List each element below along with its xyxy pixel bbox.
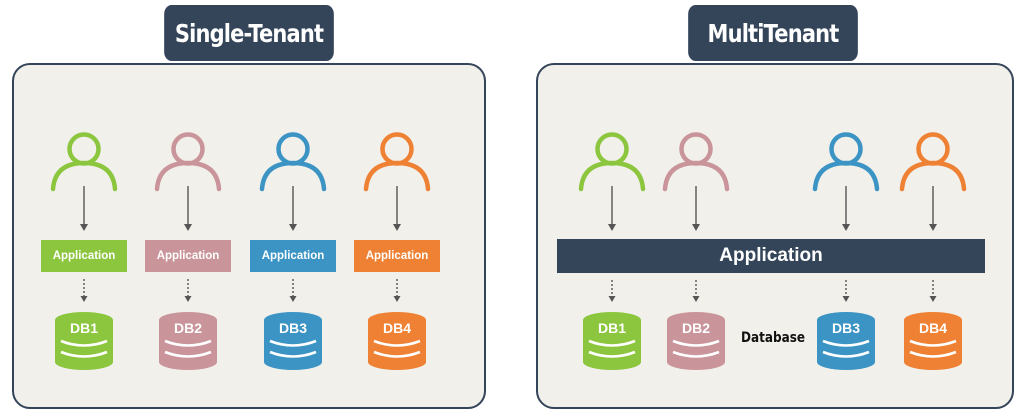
user-icon bbox=[812, 132, 880, 192]
db-label: DB1 bbox=[597, 320, 626, 336]
arrow-down-icon bbox=[929, 186, 937, 231]
database-icon bbox=[817, 312, 875, 370]
db-label: DB2 bbox=[681, 320, 710, 336]
database-label: Database bbox=[741, 330, 806, 346]
database-icon bbox=[667, 312, 725, 370]
db-label: DB1 bbox=[69, 320, 98, 336]
user-icon bbox=[259, 132, 327, 192]
user-icon bbox=[662, 132, 730, 192]
dotted-arrow-down-icon bbox=[184, 279, 192, 302]
shared-application-bar: Application bbox=[557, 239, 985, 273]
user-icon bbox=[50, 132, 118, 192]
arrow-down-icon bbox=[289, 186, 297, 231]
application-box: Application bbox=[250, 240, 336, 272]
multi-tenant-title: MultiTenant bbox=[688, 5, 858, 61]
database-icon bbox=[55, 312, 113, 370]
dotted-arrow-down-icon bbox=[393, 279, 401, 302]
dotted-arrow-down-icon bbox=[80, 279, 88, 302]
database-icon bbox=[583, 312, 641, 370]
arrow-down-icon bbox=[393, 186, 401, 231]
dotted-arrow-down-icon bbox=[842, 280, 850, 302]
database-icon bbox=[368, 312, 426, 370]
db-label: DB4 bbox=[918, 320, 947, 336]
dotted-arrow-down-icon bbox=[929, 280, 937, 302]
user-icon bbox=[899, 132, 967, 192]
arrow-down-icon bbox=[842, 186, 850, 231]
arrow-down-icon bbox=[608, 186, 616, 231]
dotted-arrow-down-icon bbox=[608, 280, 616, 302]
db-label: DB4 bbox=[382, 320, 411, 336]
db-label: DB2 bbox=[173, 320, 202, 336]
dotted-arrow-down-icon bbox=[692, 280, 700, 302]
database-icon bbox=[904, 312, 962, 370]
application-box: Application bbox=[145, 240, 231, 272]
arrow-down-icon bbox=[692, 186, 700, 231]
dotted-arrow-down-icon bbox=[289, 279, 297, 302]
application-box: Application bbox=[41, 240, 127, 272]
application-box: Application bbox=[354, 240, 440, 272]
user-icon bbox=[363, 132, 431, 192]
single-tenant-title: Single-Tenant bbox=[164, 5, 334, 61]
database-icon bbox=[159, 312, 217, 370]
arrow-down-icon bbox=[80, 186, 88, 231]
user-icon bbox=[578, 132, 646, 192]
user-icon bbox=[154, 132, 222, 192]
arrow-down-icon bbox=[184, 186, 192, 231]
db-label: DB3 bbox=[278, 320, 307, 336]
database-icon bbox=[264, 312, 322, 370]
db-label: DB3 bbox=[831, 320, 860, 336]
